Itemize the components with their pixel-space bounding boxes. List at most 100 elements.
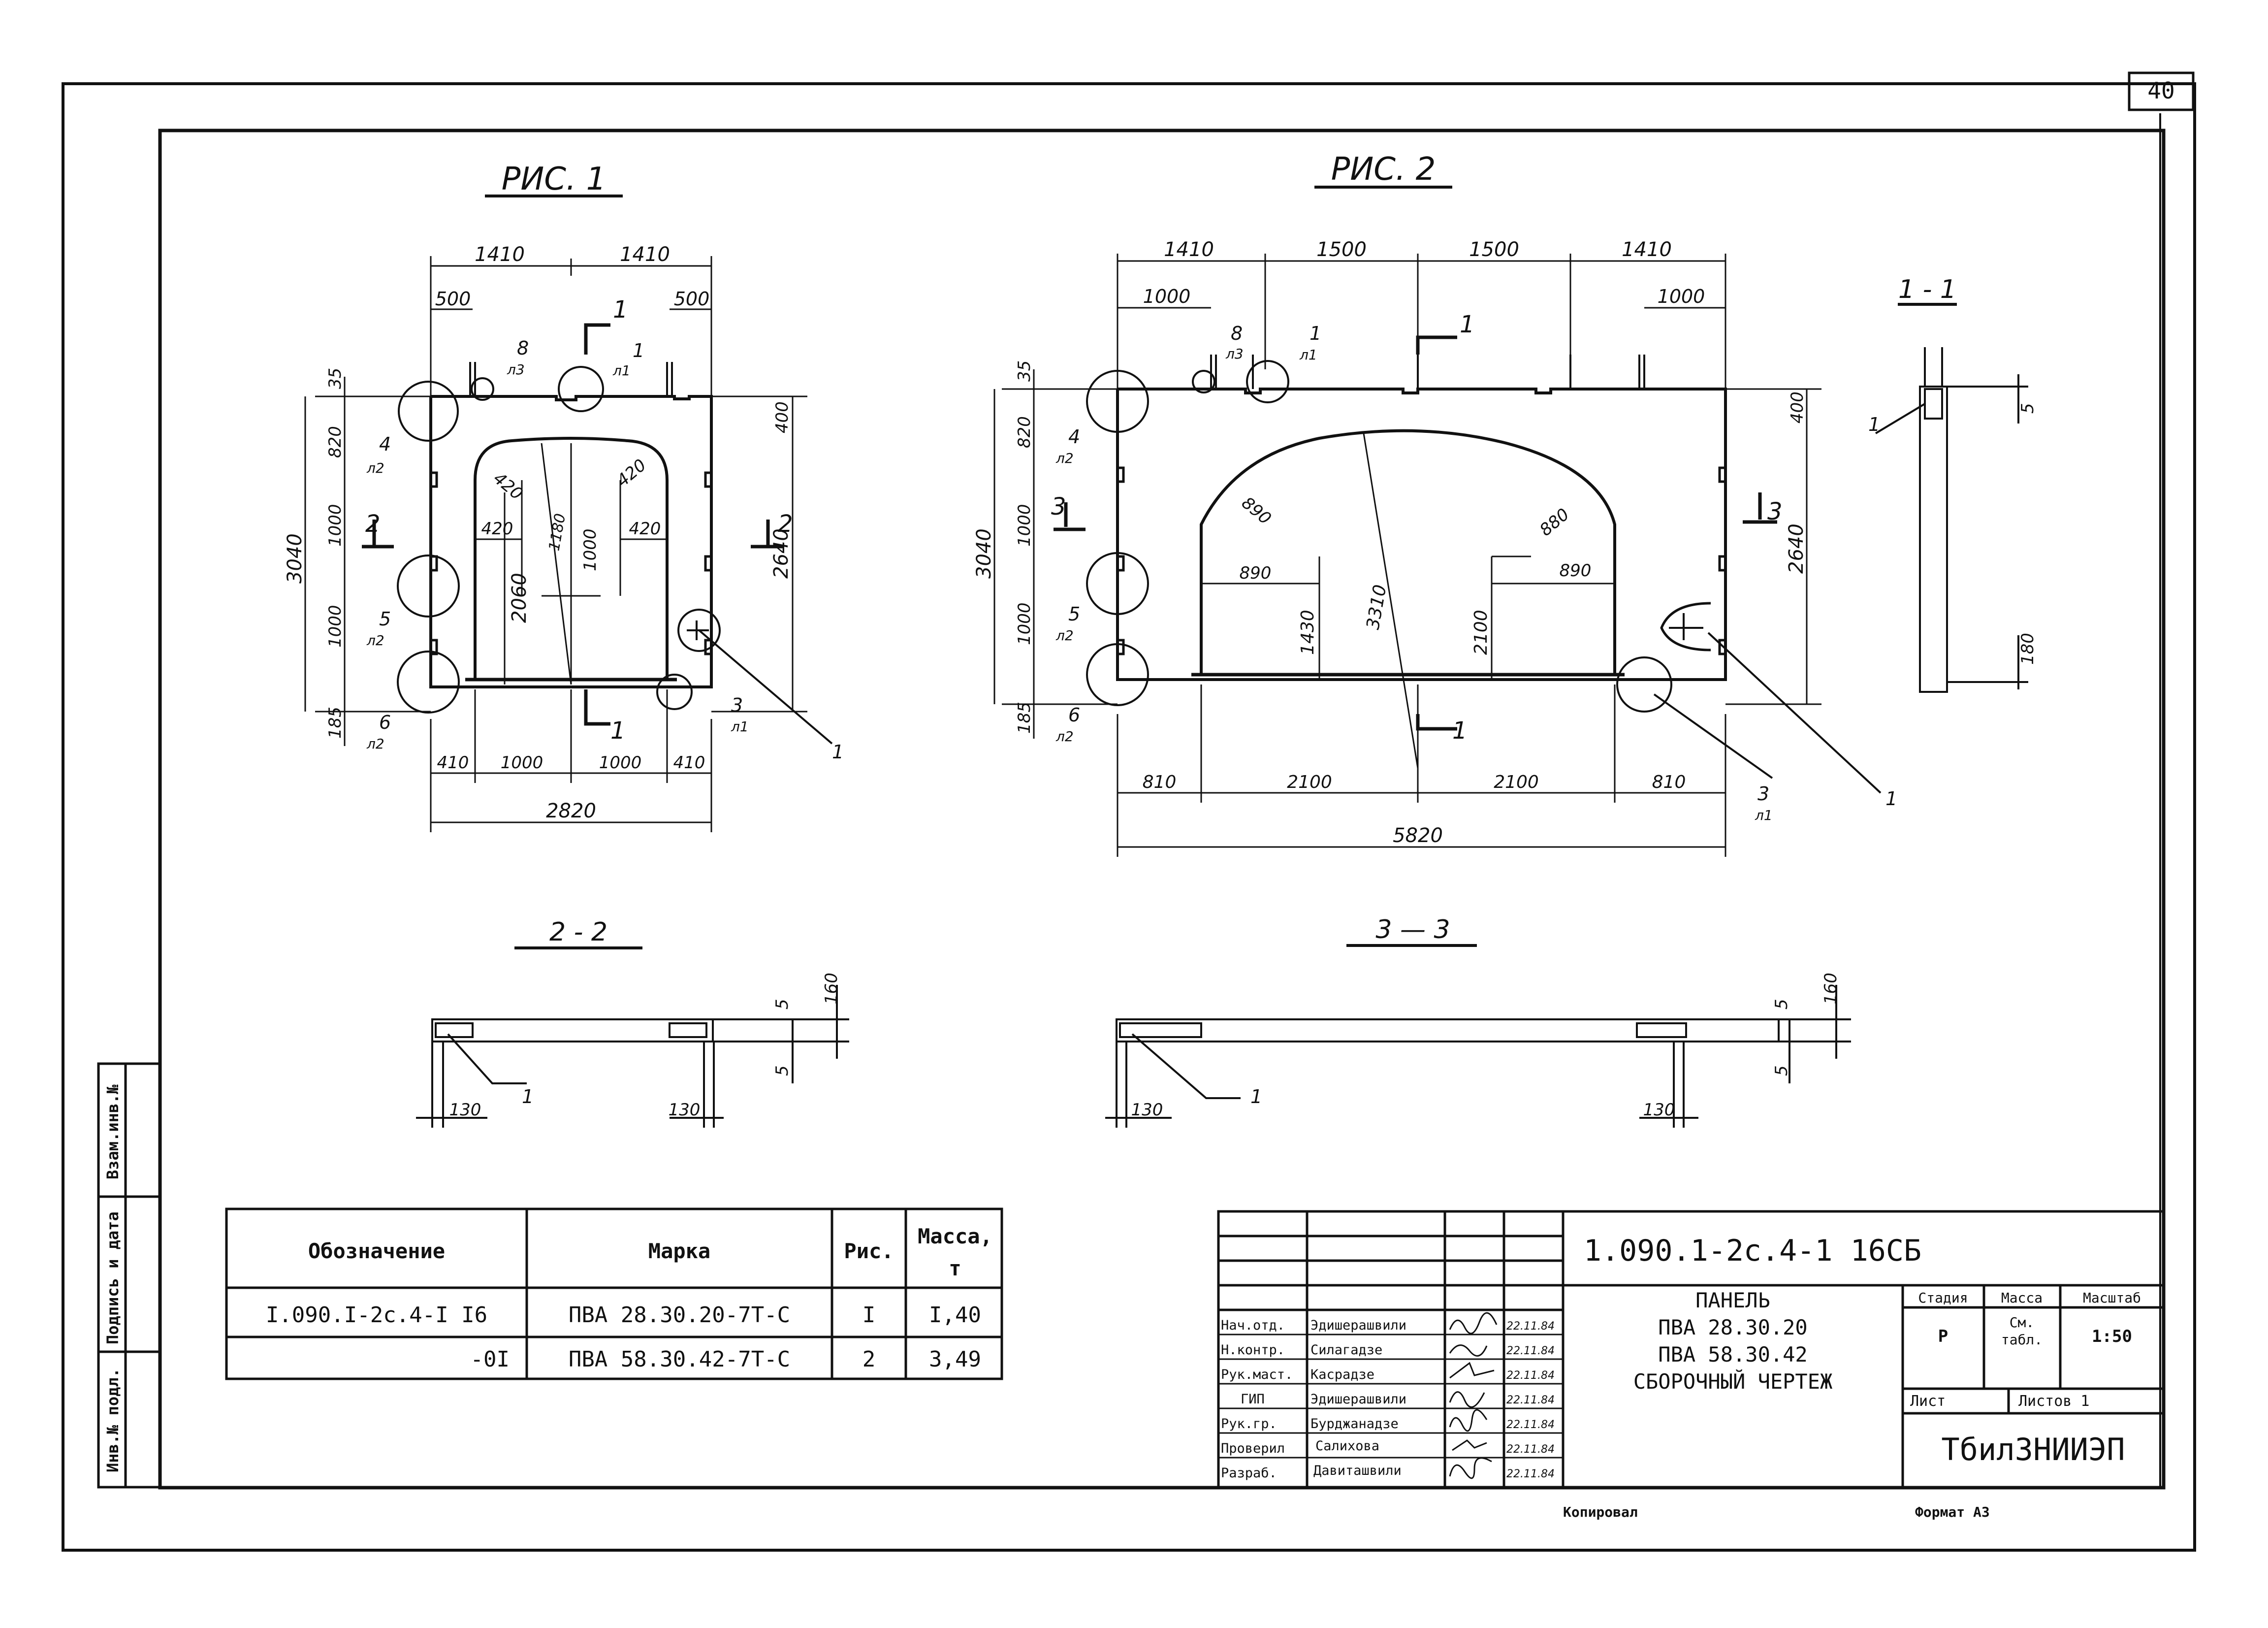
fig1-dim-right-2640: 2640 bbox=[770, 528, 793, 579]
fig2-dim-b-2100-a: 2100 bbox=[1287, 772, 1332, 792]
fig1-dim-left-35: 35 bbox=[325, 368, 345, 389]
fig2-dim-t-1410-a: 1410 bbox=[1164, 238, 1214, 261]
date-4: 22.11.84 bbox=[1506, 1394, 1555, 1406]
fig1-node-3: 3 bbox=[731, 694, 743, 716]
fig2-cut-3-right: 3 bbox=[1767, 498, 1783, 525]
section-1-1: 1 - 1 5 180 1 bbox=[1868, 275, 2038, 693]
fig1-dim-top-1410-b: 1410 bbox=[620, 243, 670, 266]
date-1: 22.11.84 bbox=[1506, 1320, 1555, 1333]
role-3: Рук.маст. bbox=[1221, 1367, 1293, 1382]
fig2-node-1-sheet: л1 bbox=[1299, 347, 1317, 363]
spec-row2-mark: ПВА 58.30.42-7Т-С bbox=[569, 1347, 790, 1372]
role-2: Н.контр. bbox=[1221, 1342, 1285, 1358]
fig1-cut-1-top: 1 bbox=[613, 296, 628, 324]
fig2-dim-t-1410-b: 1410 bbox=[1622, 238, 1672, 261]
fig1-dim-right-400: 400 bbox=[772, 401, 792, 433]
date-2: 22.11.84 bbox=[1506, 1345, 1555, 1357]
sec33-dim-160: 160 bbox=[1821, 973, 1841, 1005]
organization-name: ТбилЗНИИЭП bbox=[1941, 1432, 2125, 1467]
sec22-title: 2 - 2 bbox=[549, 917, 607, 947]
page-number: 40 bbox=[2147, 77, 2174, 104]
sec33-dim-130-b: 130 bbox=[1643, 1100, 1675, 1120]
fig2-dim-l-1000-b: 1000 bbox=[1015, 602, 1034, 645]
fig2-node-6-sheet: л2 bbox=[1055, 728, 1074, 745]
fig1-cut-2-left: 2 bbox=[365, 510, 381, 538]
fig1-dim-left-1000-a: 1000 bbox=[325, 504, 345, 547]
sec33-title: 3 — 3 bbox=[1375, 915, 1450, 944]
spec-row2-designation: -0I bbox=[471, 1347, 510, 1372]
sec11-dim-5: 5 bbox=[2018, 403, 2038, 414]
fig1-dim-arch-420-a: 420 bbox=[489, 468, 526, 504]
role-1: Нач.отд. bbox=[1221, 1318, 1285, 1333]
fig1-node-6-sheet: л2 bbox=[366, 736, 384, 752]
spec-row1-mark: ПВА 28.30.20-7Т-С bbox=[569, 1302, 790, 1328]
doc-code: 1.090.1-2с.4-1 16СБ bbox=[1584, 1234, 1921, 1268]
fig1-node-circles bbox=[397, 366, 721, 714]
signatures bbox=[1449, 1312, 1498, 1479]
fig2-dim-l-185: 185 bbox=[1015, 702, 1034, 734]
sec33-dim-130-a: 130 bbox=[1131, 1100, 1163, 1120]
name-1: Эдишерашвили bbox=[1310, 1318, 1406, 1333]
fig2-dim-b-2100-b: 2100 bbox=[1494, 772, 1539, 792]
fig1-dim-v-1000: 1000 bbox=[580, 528, 600, 571]
fig1-dim-top-1410-a: 1410 bbox=[475, 243, 525, 266]
fig1-node-4-sheet: л2 bbox=[366, 460, 384, 476]
fig2-node-8-sheet: л3 bbox=[1225, 346, 1244, 362]
margin-sign-label: Подпись и дата bbox=[103, 1211, 122, 1344]
sheets-label: Листов 1 bbox=[2018, 1393, 2090, 1410]
spec-header-mass: Масса, bbox=[918, 1224, 992, 1248]
doc-name-line2: ПВА 28.30.20 bbox=[1658, 1315, 1807, 1339]
name-6: Салихова bbox=[1315, 1438, 1379, 1454]
sec11-dim-180: 180 bbox=[2018, 633, 2038, 665]
margin-inv-label: Инв.№ подл. bbox=[103, 1368, 122, 1472]
role-7: Разраб. bbox=[1221, 1465, 1277, 1481]
sec33-dim-5-b: 5 bbox=[1772, 1065, 1791, 1076]
section-3-3: 3 — 3 5 160 5 130 130 1 bbox=[1105, 915, 1851, 1128]
fig2-dim-arch-880: 880 bbox=[1536, 505, 1573, 540]
title-block: 1.090.1-2с.4-1 16СБ ПАНЕЛЬ ПВА 28.30.20 … bbox=[1217, 1210, 2165, 1489]
mass-value-2: табл. bbox=[2001, 1332, 2043, 1348]
spec-header-mark: Марка bbox=[648, 1239, 710, 1263]
sheet-label: Лист bbox=[1910, 1393, 1946, 1410]
date-5: 22.11.84 bbox=[1506, 1419, 1555, 1431]
name-3: Касрадзе bbox=[1310, 1367, 1374, 1382]
fig2-dim-v-3310: 3310 bbox=[1363, 583, 1390, 631]
spec-row1-mass: I,40 bbox=[929, 1302, 981, 1328]
stage-header: Стадия bbox=[1918, 1290, 1968, 1306]
fig2-dim-r-2640: 2640 bbox=[1785, 523, 1808, 574]
fig2-node-6: 6 bbox=[1068, 704, 1080, 726]
scale-value: 1:50 bbox=[2092, 1327, 2132, 1346]
fig2-dim-v-2100: 2100 bbox=[1471, 610, 1491, 655]
fig2-node-3: 3 bbox=[1757, 783, 1769, 805]
fig2-dim-v-1430: 1430 bbox=[1298, 610, 1318, 655]
fig1-node-1-sheet: л1 bbox=[612, 362, 631, 379]
fig2-cut-1-top: 1 bbox=[1460, 311, 1475, 338]
fig1-dim-top-500-b: 500 bbox=[674, 288, 710, 310]
fig2-title: РИС. 2 bbox=[1331, 151, 1436, 188]
fig2-node-5-sheet: л2 bbox=[1055, 627, 1074, 644]
date-7: 22.11.84 bbox=[1506, 1468, 1555, 1480]
name-7: Давиташвили bbox=[1313, 1463, 1402, 1478]
margin-replace-label: Взам.инв.№ bbox=[103, 1084, 122, 1179]
sheet-frame bbox=[62, 71, 2196, 1552]
fig1-dim-bot-1000-b: 1000 bbox=[599, 753, 642, 773]
fig2-dim-t-1500-a: 1500 bbox=[1316, 238, 1367, 261]
sec22-dim-160: 160 bbox=[822, 973, 841, 1005]
fig1-node-8-sheet: л3 bbox=[507, 361, 525, 378]
fig1-dim-bot-410-a: 410 bbox=[437, 753, 469, 773]
fig2-dim-b-810-b: 810 bbox=[1652, 772, 1686, 792]
fig2-dim-h-890-b: 890 bbox=[1560, 561, 1592, 581]
fig2-dim-b-5820: 5820 bbox=[1393, 824, 1443, 847]
fig2-dim-arch-890: 890 bbox=[1238, 493, 1275, 528]
fig2-node-circles bbox=[1086, 360, 1672, 713]
spec-table: Обозначение Марка Рис. Масса, т I.090.I-… bbox=[225, 1207, 1003, 1380]
fig2-dim-t-1500-b: 1500 bbox=[1469, 238, 1519, 261]
spec-row1-designation: I.090.I-2с.4-I I6 bbox=[266, 1302, 487, 1328]
margin-stamp bbox=[97, 1062, 161, 1489]
fig1-title: РИС. 1 bbox=[502, 161, 607, 197]
fig1-leader-1: 1 bbox=[832, 741, 844, 763]
name-5: Бурджанадзе bbox=[1310, 1416, 1399, 1432]
fig2-node-8: 8 bbox=[1231, 323, 1243, 344]
fig2-node-5: 5 bbox=[1068, 603, 1080, 625]
doc-name-line4: СБОРОЧНЫЙ ЧЕРТЕЖ bbox=[1633, 1369, 1833, 1394]
